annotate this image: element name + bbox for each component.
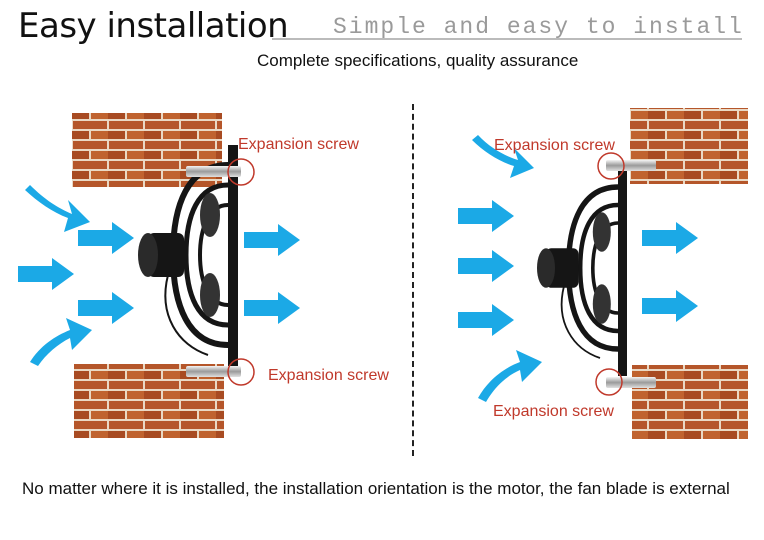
footer-note: No matter where it is installed, the ins… [22, 479, 730, 498]
brick-wall-bottom-right [632, 365, 748, 439]
expansion-screw-bottom-right [595, 368, 656, 396]
screw-highlight-circle [597, 152, 625, 180]
curved-arrow-icon [472, 135, 534, 178]
exhaust-fan-right [537, 169, 627, 376]
screw-highlight-circle [227, 358, 255, 386]
label-expansion-screw-bottom-left: Expansion screw [268, 367, 389, 384]
arrow-right-icon [78, 292, 134, 324]
left-installation-diagram [18, 113, 300, 438]
arrow-right-icon [18, 258, 74, 290]
page-title: Easy installation [18, 6, 289, 46]
brick-wall-top-right [630, 108, 748, 184]
label-expansion-screw-bottom-right: Expansion screw [493, 403, 614, 420]
page-subtitle: Simple and easy to install [333, 14, 744, 40]
curved-arrow-icon [30, 318, 92, 366]
screw-highlight-circle [595, 368, 623, 396]
arrow-right-icon [78, 222, 134, 254]
label-expansion-screw-top-left: Expansion screw [238, 136, 359, 153]
arrow-right-icon [244, 292, 300, 324]
arrow-right-icon [244, 224, 300, 256]
curved-arrow-icon [25, 185, 90, 232]
arrow-right-icon [642, 222, 698, 254]
expansion-screw-bottom-left [186, 358, 255, 386]
expansion-screw-top-left [186, 158, 255, 186]
curved-arrow-icon [478, 350, 542, 402]
airflow-arrows-right [458, 135, 698, 402]
airflow-arrows-left [18, 185, 300, 366]
tagline: Complete specifications, quality assuran… [257, 51, 579, 70]
arrow-right-icon [458, 200, 514, 232]
title-underline [272, 38, 742, 40]
screw-highlight-circle [227, 158, 255, 186]
arrow-right-icon [458, 304, 514, 336]
arrow-right-icon [458, 250, 514, 282]
expansion-screw-top-right [597, 152, 656, 180]
arrow-right-icon [642, 290, 698, 322]
label-expansion-screw-top-right: Expansion screw [494, 137, 615, 154]
right-installation-diagram [458, 108, 748, 439]
diagram-divider [412, 104, 414, 456]
